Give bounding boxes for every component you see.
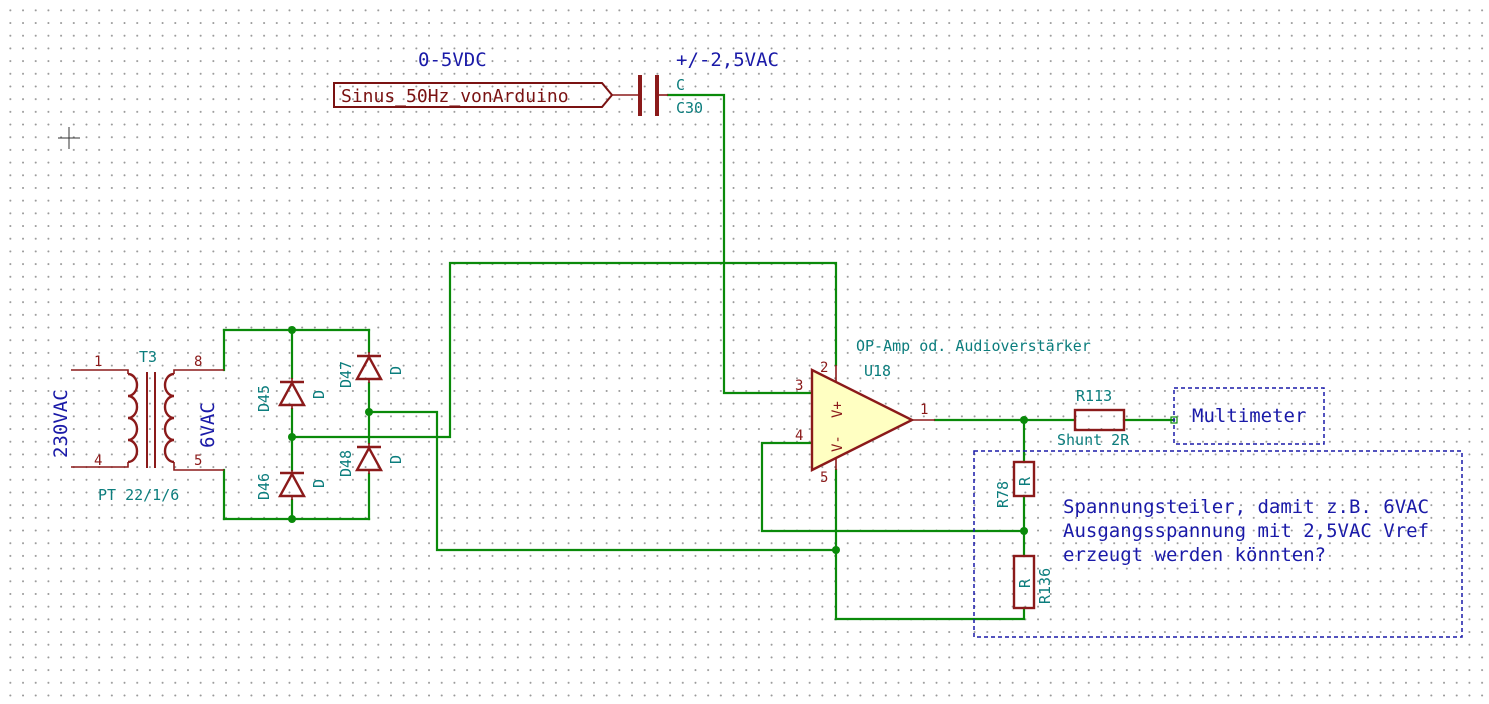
svg-text:Shunt 2R: Shunt 2R bbox=[1057, 431, 1130, 449]
svg-text:D: D bbox=[310, 479, 328, 488]
svg-text:4: 4 bbox=[795, 428, 803, 444]
input-range-note: 0-5VDC bbox=[418, 49, 487, 71]
secondary-voltage-note: 6VAC bbox=[197, 402, 219, 448]
svg-text:V-: V- bbox=[830, 435, 846, 452]
svg-text:R113: R113 bbox=[1076, 387, 1112, 405]
svg-text:2: 2 bbox=[820, 360, 828, 376]
svg-text:1: 1 bbox=[920, 402, 928, 418]
svg-text:V+: V+ bbox=[830, 401, 846, 418]
diode-d45[interactable]: D45 D bbox=[255, 378, 328, 412]
svg-text:1: 1 bbox=[94, 354, 102, 370]
opamp-description-note: OP-Amp od. Audioverstärker bbox=[856, 337, 1091, 355]
resistor-r78[interactable]: R78 R bbox=[994, 460, 1036, 508]
svg-text:D: D bbox=[387, 366, 405, 375]
transformer-t3[interactable]: 1 4 8 5 T3 PT 22/1/6 bbox=[71, 348, 224, 504]
svg-text:Spannungsteiler, damit z.B. 6V: Spannungsteiler, damit z.B. 6VAC bbox=[1063, 496, 1429, 518]
svg-text:R136: R136 bbox=[1036, 568, 1054, 604]
coupled-range-note: +/-2,5VAC bbox=[676, 49, 779, 71]
svg-text:D: D bbox=[387, 455, 405, 464]
svg-text:5: 5 bbox=[194, 453, 202, 469]
svg-text:erzeugt werden könnten?: erzeugt werden könnten? bbox=[1063, 544, 1326, 566]
svg-text:Ausgangsspannung mit 2,5VAC Vr: Ausgangsspannung mit 2,5VAC Vref bbox=[1063, 520, 1429, 542]
svg-text:D: D bbox=[310, 390, 328, 399]
diode-d48[interactable]: D48 D bbox=[337, 443, 405, 477]
svg-text:4: 4 bbox=[94, 453, 102, 469]
junction-dots bbox=[288, 326, 1028, 554]
global-label-sinus[interactable]: Sinus_50Hz_vonArduino bbox=[333, 82, 640, 108]
opamp-u18[interactable]: 3 2 4 5 1 V+ V- U18 bbox=[795, 360, 935, 486]
svg-text:R: R bbox=[1016, 476, 1034, 486]
svg-text:D45: D45 bbox=[255, 385, 273, 412]
multimeter-box[interactable]: Multimeter bbox=[1173, 387, 1325, 445]
svg-text:R78: R78 bbox=[994, 481, 1012, 508]
no-connect-terminal bbox=[1170, 416, 1178, 424]
diode-d46[interactable]: D46 D bbox=[255, 470, 328, 500]
svg-text:D48: D48 bbox=[337, 450, 355, 477]
c30-value: C bbox=[676, 76, 685, 94]
resistor-r136[interactable]: R R136 bbox=[1012, 554, 1054, 610]
diode-d47[interactable]: D47 D bbox=[337, 352, 405, 388]
svg-text:R: R bbox=[1016, 578, 1034, 588]
svg-text:D46: D46 bbox=[255, 473, 273, 500]
svg-text:8: 8 bbox=[194, 354, 202, 370]
t3-value: PT 22/1/6 bbox=[98, 486, 179, 504]
divider-note-box: Spannungsteiler, damit z.B. 6VAC Ausgang… bbox=[973, 450, 1463, 638]
svg-text:3: 3 bbox=[795, 378, 803, 394]
capacitor-c30[interactable]: C C30 bbox=[638, 75, 703, 117]
mains-voltage-note: 230VAC bbox=[50, 389, 72, 458]
svg-text:D47: D47 bbox=[337, 361, 355, 388]
crosshair-cursor-icon bbox=[58, 127, 80, 149]
t3-ref: T3 bbox=[139, 348, 157, 366]
svg-text:Sinus_50Hz_vonArduino: Sinus_50Hz_vonArduino bbox=[341, 86, 569, 107]
c30-ref: C30 bbox=[676, 99, 703, 117]
resistor-r113[interactable]: R113 Shunt 2R bbox=[1057, 387, 1130, 449]
u18-ref: U18 bbox=[864, 362, 891, 380]
svg-text:Multimeter: Multimeter bbox=[1192, 405, 1306, 427]
svg-text:5: 5 bbox=[820, 470, 828, 486]
